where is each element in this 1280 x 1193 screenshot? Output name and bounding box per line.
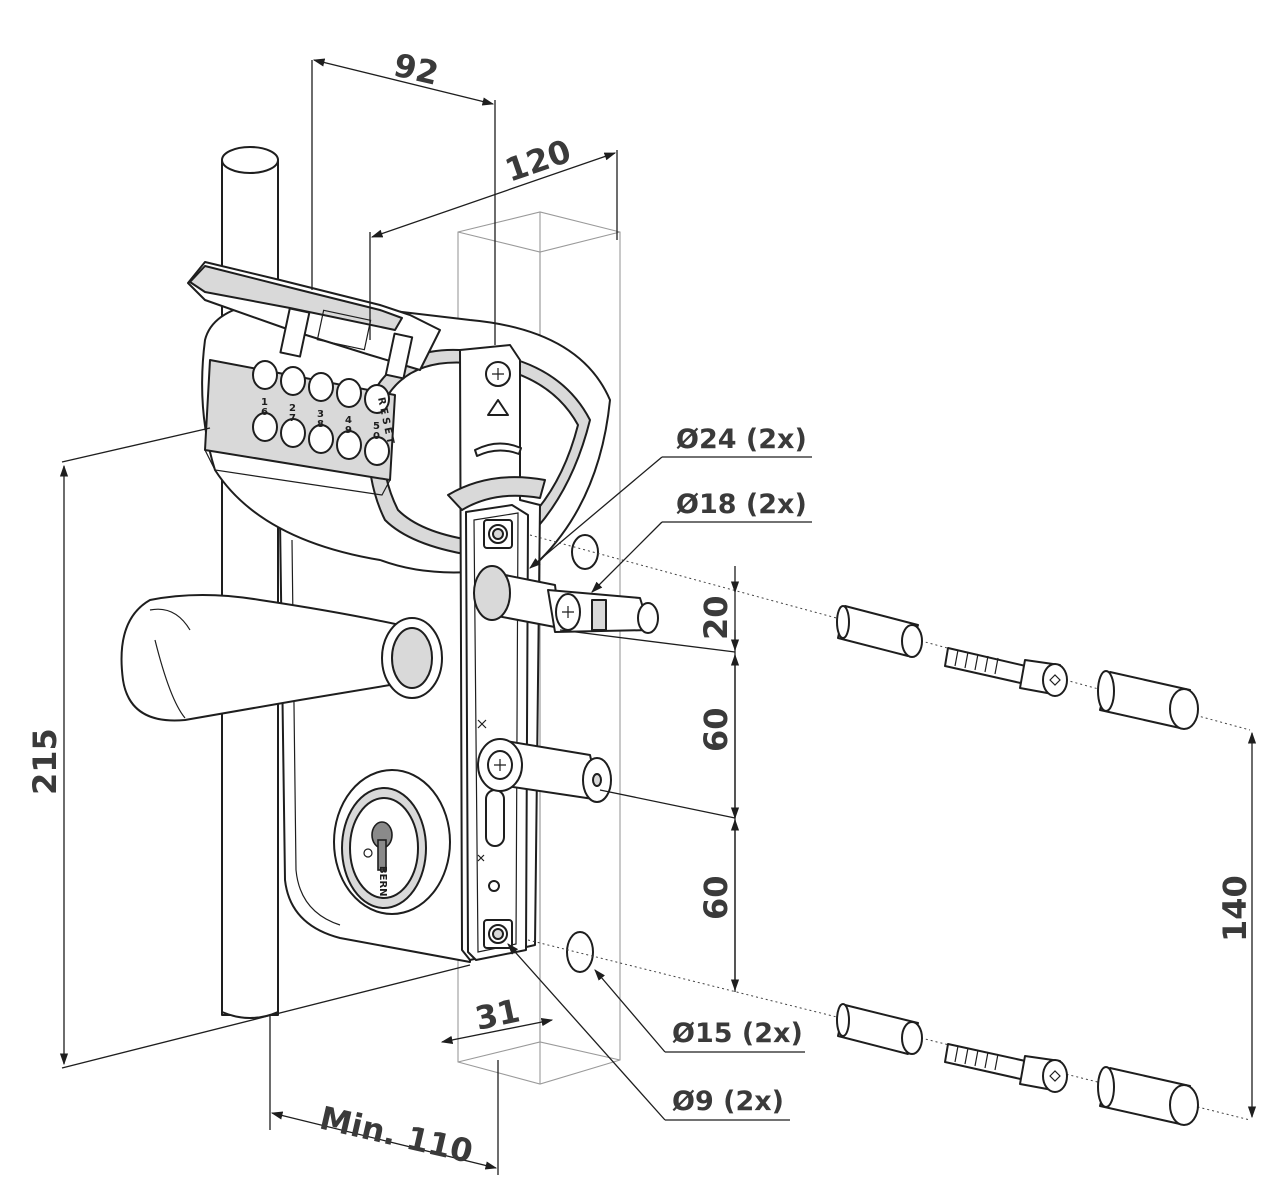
keypad-button: [336, 378, 362, 408]
dim-120-text: 120: [500, 132, 576, 190]
label-dia24: Ø24 (2x): [529, 424, 812, 569]
key-cylinder: BERN: [333, 769, 451, 915]
dia24-text: Ø24 (2x): [676, 424, 807, 455]
keypad-digit: 4: [345, 415, 352, 426]
keypad-button: [308, 424, 334, 454]
faceplate: [447, 344, 546, 961]
keypad-button: [364, 436, 390, 466]
cylinder-brand: BERN: [377, 866, 388, 897]
label-dia15: Ø15 (2x): [594, 969, 805, 1053]
dimension-120: 120: [369, 132, 618, 340]
profile-hole-bottom: [566, 931, 594, 973]
keypad-button: [280, 418, 306, 448]
dia18-text: Ø18 (2x): [676, 489, 807, 520]
lever-handle: [120, 594, 443, 722]
keypad-digit: 9: [345, 425, 352, 436]
fixing-kit-bottom: [527, 939, 1251, 1126]
latch-bolt: [473, 565, 659, 634]
fixing-kit-top: [529, 534, 1251, 731]
dim-min110-text: Min. 110: [316, 1099, 476, 1171]
dim-20-text: 20: [697, 595, 735, 640]
keypad-digit: 0: [373, 431, 380, 442]
dimension-31: 31: [440, 991, 554, 1044]
keypad-button: [336, 430, 362, 460]
deadbolt: [477, 738, 612, 803]
keypad-button: [364, 384, 390, 414]
keypad-digit: 2: [289, 403, 296, 414]
keypad-button: [252, 360, 278, 390]
keypad-button: [308, 372, 334, 402]
dim-215-text: 215: [26, 728, 64, 795]
dim-31-text: 31: [472, 991, 523, 1037]
keypad-digit: 8: [317, 419, 324, 430]
dim-60b-text: 60: [697, 875, 735, 920]
dia9-text: Ø9 (2x): [672, 1086, 784, 1117]
dim-140-text: 140: [1216, 875, 1254, 942]
keypad-digit: 1: [261, 397, 268, 408]
dimension-140: 140: [1216, 731, 1257, 1119]
keypad-button: [280, 366, 306, 396]
dimension-215: 215: [26, 427, 471, 1069]
keypad-digit: 3: [317, 409, 324, 420]
keypad-digit: 6: [261, 407, 268, 418]
keypad-digit: 5: [373, 421, 380, 432]
profile-hole-top: [571, 534, 599, 570]
keypad-button: [252, 412, 278, 442]
dimension-min-110: Min. 110: [269, 1015, 499, 1175]
keypad-digit: 7: [289, 413, 296, 424]
label-dia9: Ø9 (2x): [507, 943, 790, 1121]
dim-92-text: 92: [390, 46, 442, 93]
dim-60a-text: 60: [697, 707, 735, 752]
label-dia18: Ø18 (2x): [591, 489, 812, 593]
dimension-chain-vertical: 20 60 60: [559, 566, 740, 992]
dia15-text: Ø15 (2x): [672, 1018, 803, 1049]
